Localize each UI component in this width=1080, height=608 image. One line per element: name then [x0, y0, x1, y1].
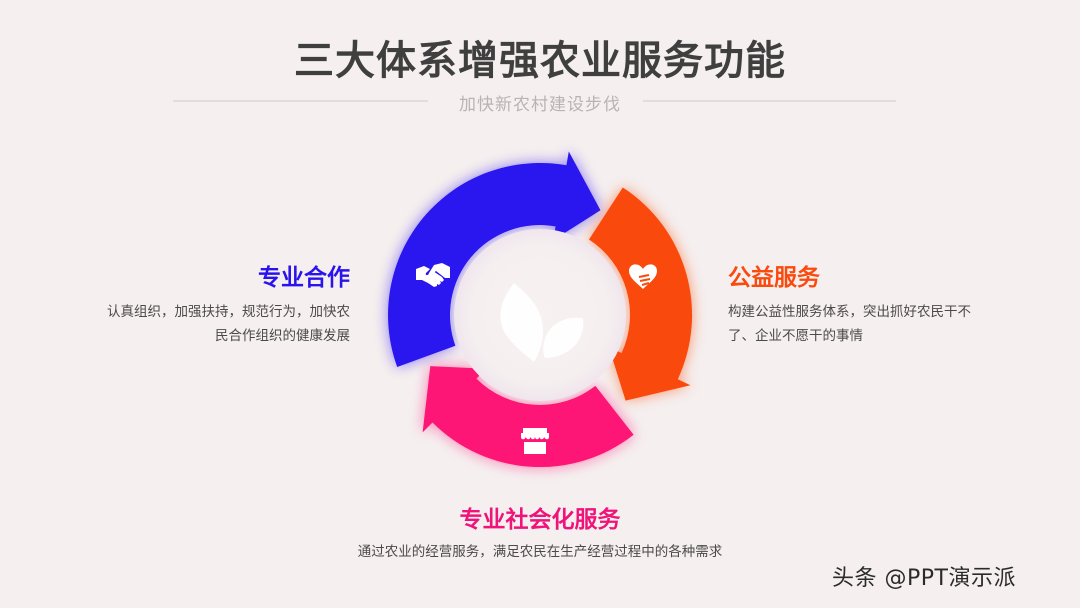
- arrow-cooperation: [388, 151, 601, 367]
- cooperation-desc-line2: 民合作组织的健康发展: [215, 328, 350, 344]
- socialized-service-description: 通过农业的经营服务，满足农民在生产经营过程中的各种需求: [357, 544, 723, 560]
- block-cooperation: 专业合作 认真组织，加强扶持，规范行为，加快农 民合作组织的健康发展: [30, 258, 350, 348]
- divider-left: [173, 100, 428, 102]
- leaf-icon: [500, 283, 584, 362]
- public-welfare-desc-line1: 构建公益性服务体系，突出抓好农民干不: [728, 304, 971, 320]
- arrow-socialized: [422, 366, 634, 468]
- handshake-icon: [416, 263, 450, 287]
- public-welfare-description: 构建公益性服务体系，突出抓好农民干不 了、企业不愿干的事情: [728, 300, 1038, 348]
- page-subtitle: 加快新农村建设步伐: [459, 95, 621, 115]
- heart-hand-icon: [629, 264, 657, 289]
- socialized-service-heading: 专业社会化服务: [459, 507, 621, 533]
- watermark: 头条 @PPT演示派: [832, 566, 1016, 591]
- divider-right: [643, 100, 896, 102]
- cycle-arrows: [388, 151, 693, 468]
- store-icon: [521, 428, 549, 454]
- public-welfare-desc-line2: 了、企业不愿干的事情: [728, 328, 863, 344]
- cooperation-heading: 专业合作: [258, 265, 350, 291]
- page-title: 三大体系增强农业服务功能: [294, 37, 786, 84]
- cooperation-desc-line1: 认真组织，加强扶持，规范行为，加快农: [107, 304, 350, 320]
- cooperation-description: 认真组织，加强扶持，规范行为，加快农 民合作组织的健康发展: [30, 300, 350, 348]
- block-public-welfare: 公益服务 构建公益性服务体系，突出抓好农民干不 了、企业不愿干的事情: [728, 258, 1038, 348]
- public-welfare-heading: 公益服务: [728, 265, 820, 291]
- arrow-public_welfare: [589, 187, 693, 401]
- block-socialized-service: 专业社会化服务 通过农业的经营服务，满足农民在生产经营过程中的各种需求: [0, 500, 1080, 564]
